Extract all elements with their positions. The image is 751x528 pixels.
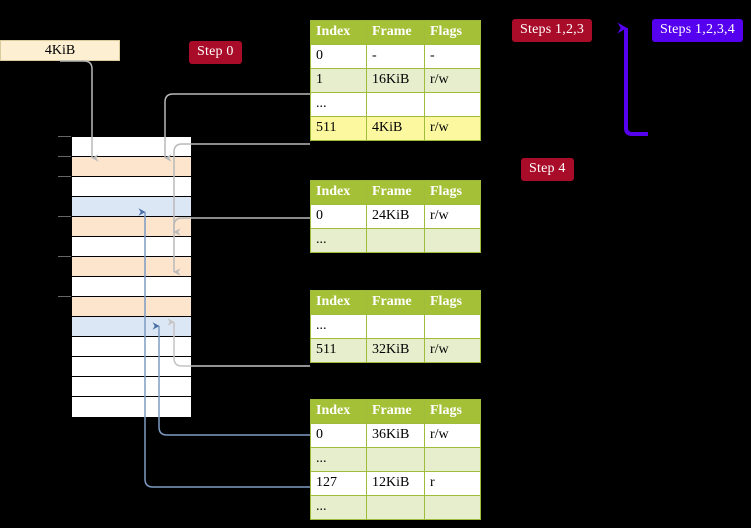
page-size-label: 4KiB <box>0 40 120 61</box>
cell-frame: 32KiB <box>366 338 425 363</box>
cell-index: 511 <box>310 338 367 363</box>
column-header-frame: Frame <box>366 290 425 315</box>
table-row: ... <box>310 314 481 339</box>
table-row: ... <box>310 228 481 253</box>
table-row: 0-- <box>310 44 481 69</box>
cell-index: 0 <box>310 44 367 69</box>
memory-frame-row <box>72 377 191 397</box>
column-header-index: Index <box>310 399 367 424</box>
memory-frame-row <box>72 277 191 297</box>
cell-frame <box>366 314 425 339</box>
cell-frame: 16KiB <box>366 68 425 93</box>
cell-index: 1 <box>310 68 367 93</box>
cell-index: ... <box>310 314 367 339</box>
cell-index: ... <box>310 92 367 117</box>
cell-index: ... <box>310 447 367 472</box>
cell-flags <box>424 495 481 520</box>
memory-tick <box>58 296 71 297</box>
cell-frame: - <box>366 44 425 69</box>
cell-flags: r/w <box>424 116 481 141</box>
cell-flags: - <box>424 44 481 69</box>
badge-steps-1-2-3: Steps 1,2,3 <box>512 19 593 42</box>
memory-frame-row <box>72 157 191 177</box>
column-header-frame: Frame <box>366 180 425 205</box>
memory-frame-row <box>72 137 191 157</box>
column-header-frame: Frame <box>366 20 425 45</box>
cell-frame <box>366 92 425 117</box>
cell-flags <box>424 92 481 117</box>
cell-flags: r/w <box>424 423 481 448</box>
column-header-flags: Flags <box>424 180 481 205</box>
memory-frame-row <box>72 317 191 337</box>
memory-tick <box>58 156 71 157</box>
memory-frame-row <box>72 357 191 377</box>
memory-frame-row <box>72 337 191 357</box>
cell-flags: r/w <box>424 204 481 229</box>
badge-step-0: Step 0 <box>189 41 242 64</box>
memory-tick <box>58 176 71 177</box>
cell-frame: 24KiB <box>366 204 425 229</box>
column-header-index: Index <box>310 180 367 205</box>
column-header-flags: Flags <box>424 399 481 424</box>
memory-frame-row <box>72 237 191 257</box>
cell-flags: r <box>424 471 481 496</box>
memory-tick <box>58 136 71 137</box>
column-header-flags: Flags <box>424 20 481 45</box>
memory-frame-row <box>72 217 191 237</box>
column-header-index: Index <box>310 20 367 45</box>
memory-tick <box>58 256 71 257</box>
table-row: ... <box>310 495 481 520</box>
cell-frame: 4KiB <box>366 116 425 141</box>
physical-memory-column <box>71 136 191 417</box>
cell-flags <box>424 314 481 339</box>
cell-index: 127 <box>310 471 367 496</box>
badge-steps-1-2-3-4: Steps 1,2,3,4 <box>652 19 743 42</box>
memory-frame-row <box>72 397 191 417</box>
cell-flags: r/w <box>424 68 481 93</box>
cell-index: 0 <box>310 204 367 229</box>
cell-frame <box>366 447 425 472</box>
badge-step-4: Step 4 <box>521 158 574 181</box>
cell-index: ... <box>310 228 367 253</box>
cell-flags <box>424 447 481 472</box>
memory-frame-row <box>72 257 191 277</box>
column-header-flags: Flags <box>424 290 481 315</box>
cell-frame: 12KiB <box>366 471 425 496</box>
cell-index: 511 <box>310 116 367 141</box>
memory-tick <box>58 216 71 217</box>
column-header-frame: Frame <box>366 399 425 424</box>
memory-frame-row <box>72 297 191 317</box>
cell-index: 0 <box>310 423 367 448</box>
cell-flags <box>424 228 481 253</box>
table-row: ... <box>310 447 481 472</box>
memory-frame-row <box>72 177 191 197</box>
table-row: ... <box>310 92 481 117</box>
cell-flags: r/w <box>424 338 481 363</box>
cell-frame <box>366 228 425 253</box>
cell-frame <box>366 495 425 520</box>
memory-frame-row <box>72 197 191 217</box>
column-header-index: Index <box>310 290 367 315</box>
cell-index: ... <box>310 495 367 520</box>
cell-frame: 36KiB <box>366 423 425 448</box>
